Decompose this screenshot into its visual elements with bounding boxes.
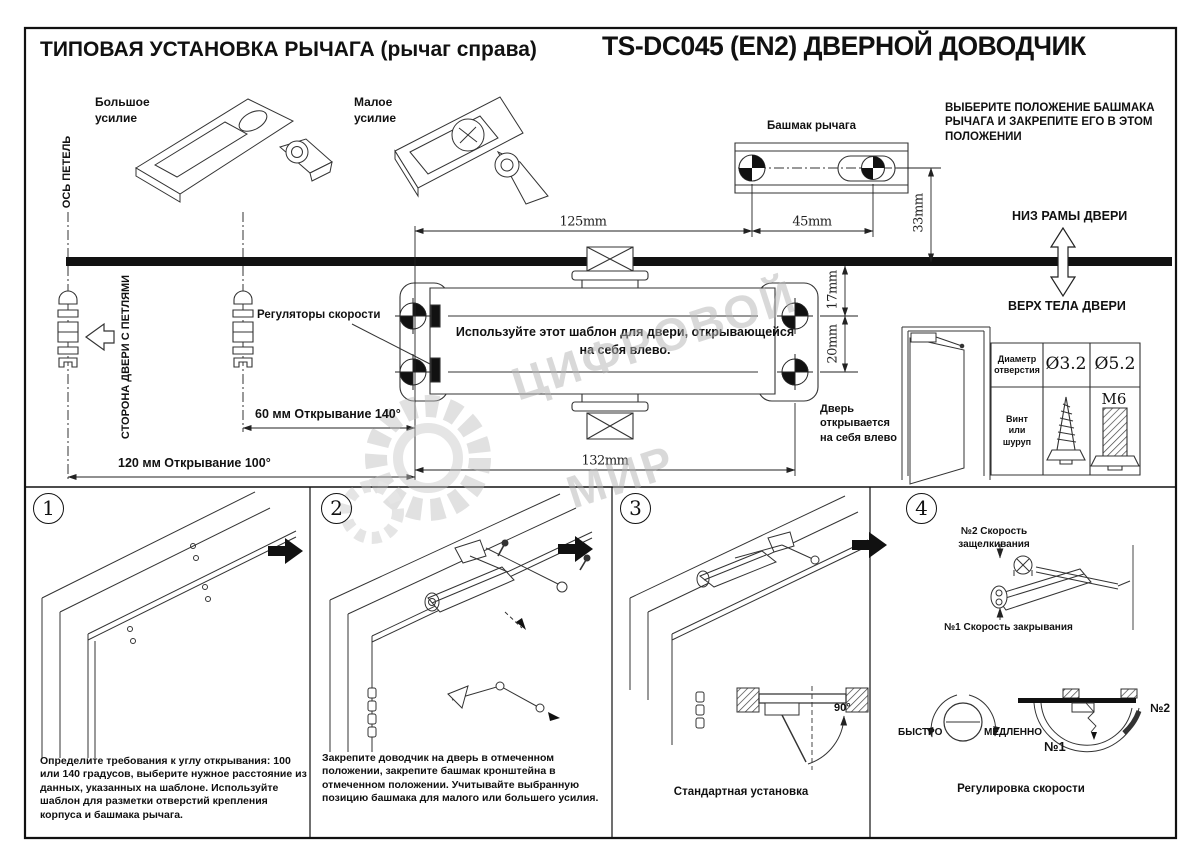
hinge-axis-label: ОСЬ ПЕТЕЛЬ — [61, 135, 73, 209]
step2-drawing — [330, 494, 593, 752]
step3-drawing — [630, 496, 887, 770]
choose-position-note: ВЫБЕРИТЕ ПОЛОЖЕНИЕ БАШМАКА РЫЧАГА И ЗАКР… — [945, 102, 1155, 143]
valve1-label: №1 — [1044, 739, 1066, 754]
step4-number: 4 — [906, 493, 937, 524]
door-opens-label: Дверь открывается на себя влево — [820, 403, 897, 444]
left-title: ТИПОВАЯ УСТАНОВКА РЫЧАГА (рычаг справа) — [40, 38, 537, 61]
bolt-size-label: M6 — [1101, 390, 1127, 408]
dim-120mm-opening-100: 120 мм Открывание 100° — [118, 456, 271, 470]
step2-arrow-icon — [558, 536, 593, 562]
right-title: TS-DC045 (EN2) ДВЕРНОЙ ДОВОДЧИК — [602, 31, 1086, 61]
frame-bottom-label: НИЗ РАМЫ ДВЕРИ — [1012, 209, 1128, 223]
fastener-table — [991, 343, 1140, 475]
dim-132mm: 132mm — [581, 453, 629, 469]
lever-shoe-big-force-drawing — [136, 99, 332, 202]
valve2-label: №2 — [1150, 701, 1171, 715]
hinge-symbols — [58, 291, 253, 367]
fast-label: БЫСТРО — [898, 727, 943, 738]
watermark-gear-icon — [346, 406, 480, 538]
hole-diameter-label: Диаметр отверстия — [994, 354, 1040, 375]
angle-90-label: 90° — [834, 702, 851, 714]
mounting-hole-targets — [395, 298, 813, 390]
step4-drawing — [926, 544, 1139, 752]
step1-drawing — [42, 492, 303, 758]
hinge-axis-lines — [68, 212, 243, 480]
big-force-label: Большое усилие — [95, 95, 150, 125]
latch-speed-label: №2 Скорость защелкивания — [958, 526, 1030, 550]
shoe-label: Башмак рычага — [767, 120, 857, 132]
speed-regulators-label: Регуляторы скорости — [257, 309, 381, 321]
small-force-label: Малое усилие — [354, 95, 397, 125]
step4-caption: Регулировка скорости — [957, 783, 1085, 795]
bolt-drawing — [1091, 408, 1139, 470]
closing-speed-label: №1 Скорость закрывания — [944, 622, 1073, 633]
door-body-top-label: ВЕРХ ТЕЛА ДВЕРИ — [1008, 299, 1126, 313]
dim-125mm: 125mm — [559, 214, 607, 230]
lever-shoe-small-force-drawing — [395, 97, 548, 204]
dim-17mm: 17mm — [825, 270, 841, 310]
door-opens-left-illustration — [902, 327, 990, 484]
frame-vs-door-arrow-icon — [1051, 228, 1075, 296]
hinge-side-arrow-icon — [86, 324, 114, 350]
fastener-label: Винт или шуруп — [1002, 414, 1032, 447]
step3-number: 3 — [620, 493, 651, 524]
screw-drawing — [1047, 397, 1085, 464]
step1-text: Определите требования к углу открывания:… — [40, 755, 307, 821]
hinge-side-label: СТОРОНА ДВЕРИ С ПЕТЛЯМИ — [120, 274, 132, 440]
step2-number: 2 — [321, 493, 352, 524]
slow-label: МЕДЛЕННО — [984, 727, 1043, 738]
step3-caption: Стандартная установка — [673, 786, 809, 798]
step1-arrow-icon — [268, 538, 303, 564]
dim-33mm: 33mm — [911, 193, 927, 233]
diameter-big-value: Ø5.2 — [1094, 354, 1136, 374]
dim-45mm: 45mm — [792, 214, 832, 230]
diameter-small-value: Ø3.2 — [1045, 354, 1087, 374]
step1-number: 1 — [33, 493, 64, 524]
dimension-lines — [67, 167, 941, 481]
arm-shoe-plate — [735, 143, 908, 193]
dim-60mm-opening-140: 60 мм Открывание 140° — [255, 407, 401, 421]
step2-text: Закрепите доводчик на дверь в отмеченном… — [322, 752, 599, 805]
template-note: Используйте этот шаблон для двери, откры… — [455, 325, 795, 358]
dim-20mm: 20mm — [825, 324, 841, 364]
step3-arrow-icon — [852, 532, 887, 558]
